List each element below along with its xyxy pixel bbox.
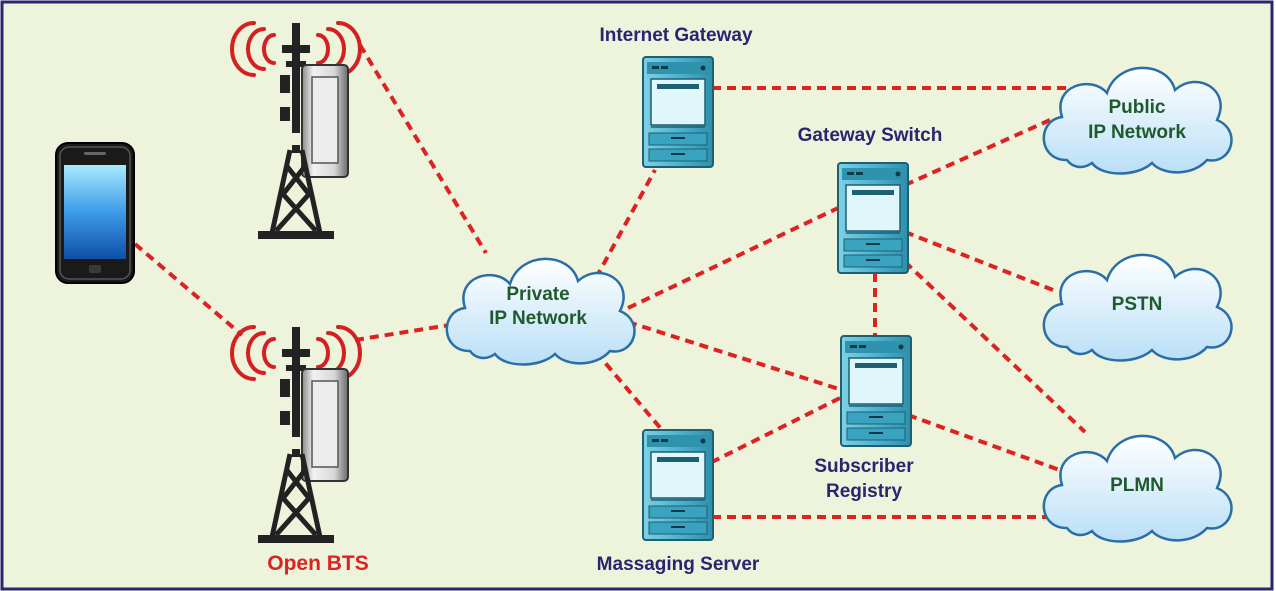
messaging-server-label: Massaging Server	[597, 554, 760, 575]
link-bts-top-private-ip	[358, 43, 488, 255]
link-private-ip-messaging-server	[594, 350, 664, 432]
link-gateway-switch-pstn	[904, 230, 1059, 294]
link-gateway-switch-plmn	[903, 260, 1087, 434]
link-phone-bts-bottom	[133, 242, 244, 337]
private-ip-label-line1: Private	[506, 284, 569, 305]
link-subscriber-registry-plmn	[907, 413, 1066, 474]
link-bts-bottom-private-ip	[354, 323, 451, 342]
plmn-label: PLMN	[1110, 475, 1164, 496]
gateway-switch-server-icon	[837, 162, 909, 274]
internet-gateway-server-icon	[642, 56, 714, 168]
private-ip-label-line2: IP Network	[489, 308, 587, 329]
subscriber-registry-server-icon	[840, 335, 912, 447]
messaging-server-icon	[642, 429, 714, 541]
link-private-ip-internet-gateway	[594, 169, 657, 279]
subscriber-registry-label-line1: Subscriber	[814, 456, 914, 477]
gateway-switch-label: Gateway Switch	[798, 125, 943, 146]
link-private-ip-gateway-switch	[627, 206, 839, 310]
public-ip-label-line2: IP Network	[1088, 122, 1186, 143]
link-private-ip-subscriber-registry	[627, 320, 843, 392]
pstn-label: PSTN	[1112, 294, 1163, 315]
public-ip-label-line1: Public	[1108, 97, 1165, 118]
link-subscriber-registry-messaging-server	[711, 396, 841, 464]
links-layer	[133, 43, 1087, 519]
internet-gateway-label: Internet Gateway	[599, 25, 753, 46]
smartphone-icon	[55, 142, 135, 284]
open-bts-label: Open BTS	[267, 552, 369, 575]
subscriber-registry-label-line2: Registry	[826, 481, 902, 502]
link-gateway-switch-public-ip	[904, 118, 1051, 187]
